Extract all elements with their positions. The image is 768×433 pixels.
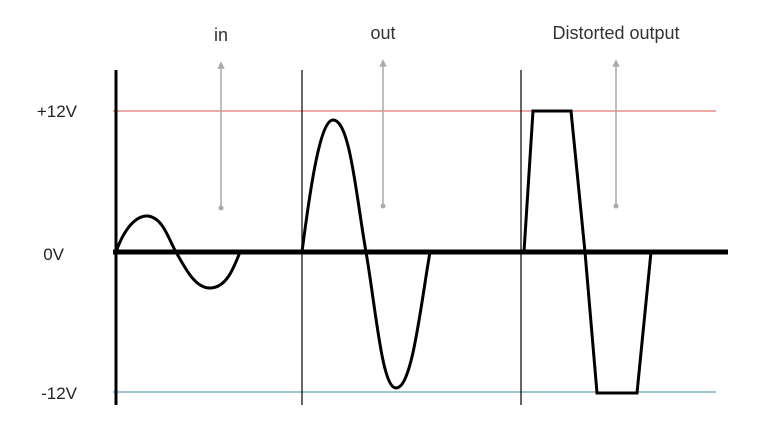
distorted-arrow-base <box>613 203 619 209</box>
output-arrow-base <box>380 203 386 209</box>
output-waveform <box>300 118 432 390</box>
positive-rail-label: +12V <box>36 102 77 121</box>
output-heading: out <box>370 23 396 43</box>
negative-rail-label: -12V <box>41 384 77 403</box>
distorted-waveform <box>521 109 653 395</box>
input-heading: in <box>213 25 229 45</box>
zero-volt-label: 0V <box>43 245 64 264</box>
input-waveform <box>114 214 242 290</box>
distorted-output-heading: Distorted output <box>552 23 680 43</box>
input-arrow-base <box>218 205 224 211</box>
